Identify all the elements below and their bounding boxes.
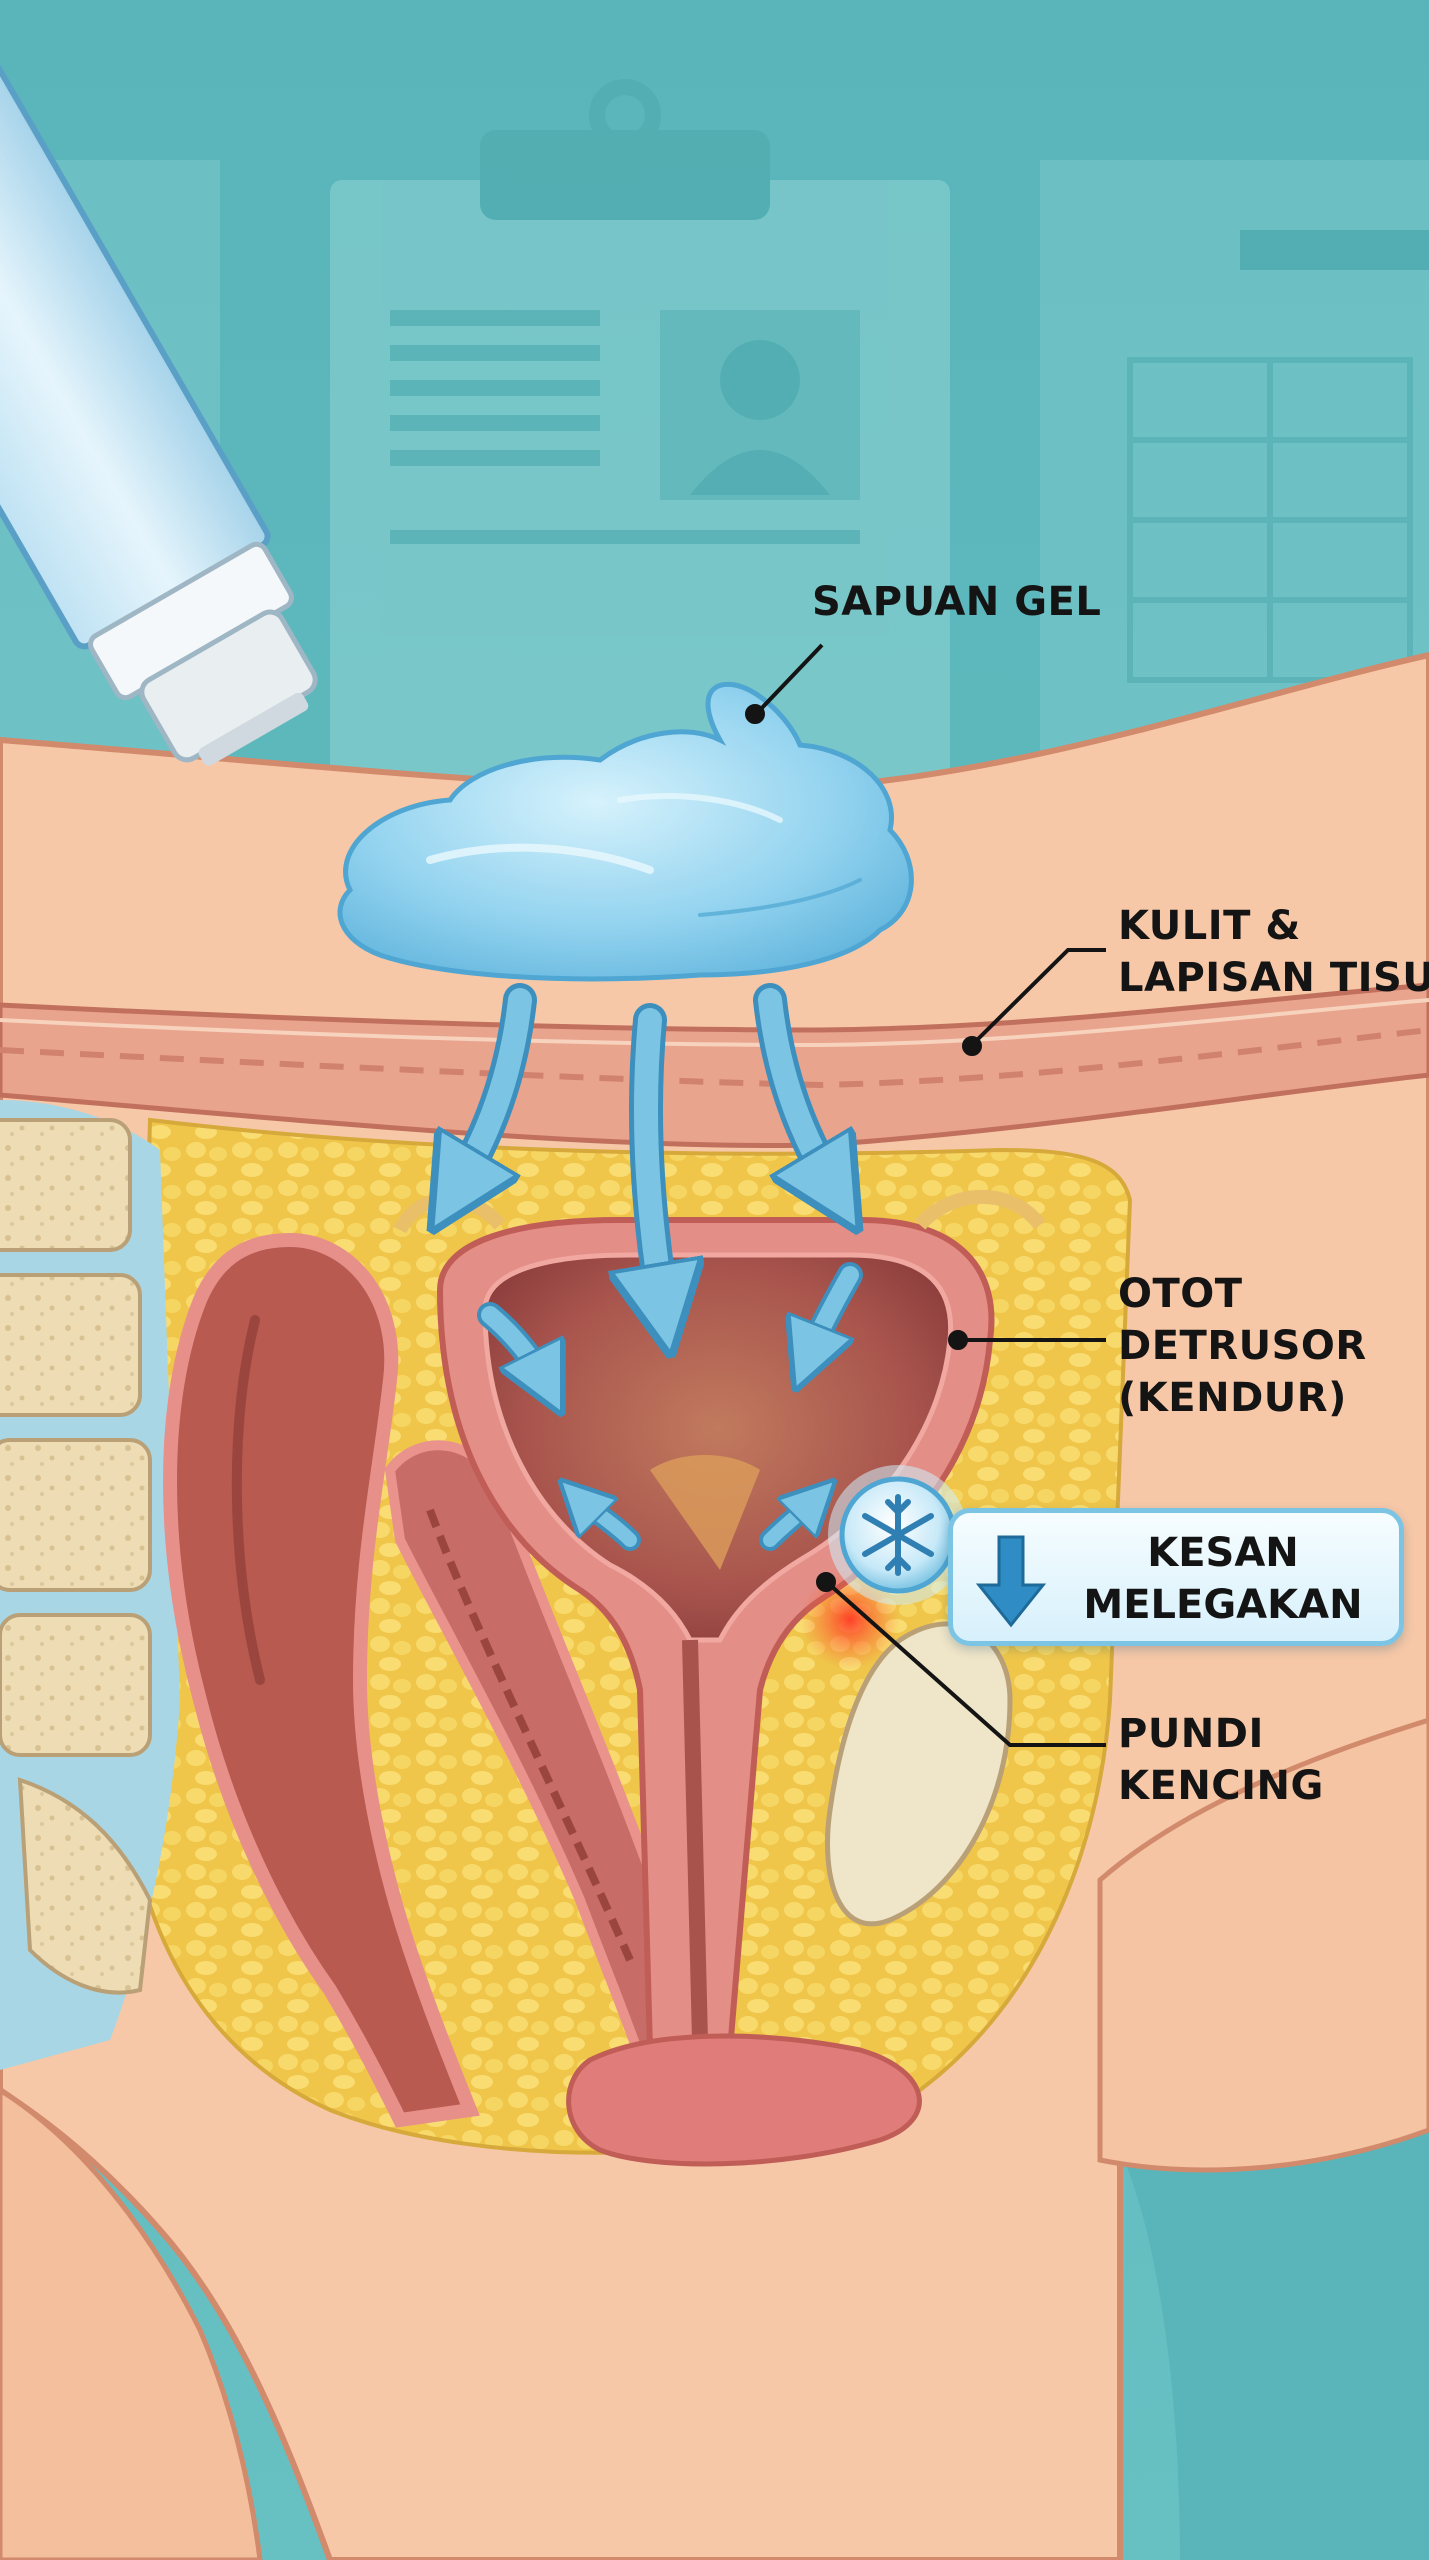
gel-tube-icon <box>0 3 318 766</box>
pubic-bone <box>825 1621 1013 1927</box>
label-gel-stroke: SAPUAN GEL <box>812 579 1102 625</box>
leader-lines <box>745 643 1106 1747</box>
patient-avatar-icon <box>690 340 830 495</box>
rectum <box>163 1232 480 2128</box>
arrow-down-icon <box>975 1535 1047 1628</box>
label-bladder: PUNDI KENCING <box>1118 1711 1324 1809</box>
label-detrusor: OTOT DETRUSOR (KENDUR) <box>1118 1271 1367 1421</box>
gel-blob-icon <box>337 681 914 982</box>
spine <box>0 1100 180 2070</box>
relief-label: KESAN MELEGAKAN <box>1083 1530 1363 1628</box>
snowflake-icon <box>828 1465 968 1605</box>
skin-tissue-layer <box>0 982 1429 1149</box>
label-skin-tissue: KULIT & LAPISAN TISU <box>1118 903 1429 1001</box>
relief-effect-box: KESAN MELEGAKAN <box>948 1508 1404 1646</box>
gel-penetration-arrows <box>450 983 850 1551</box>
